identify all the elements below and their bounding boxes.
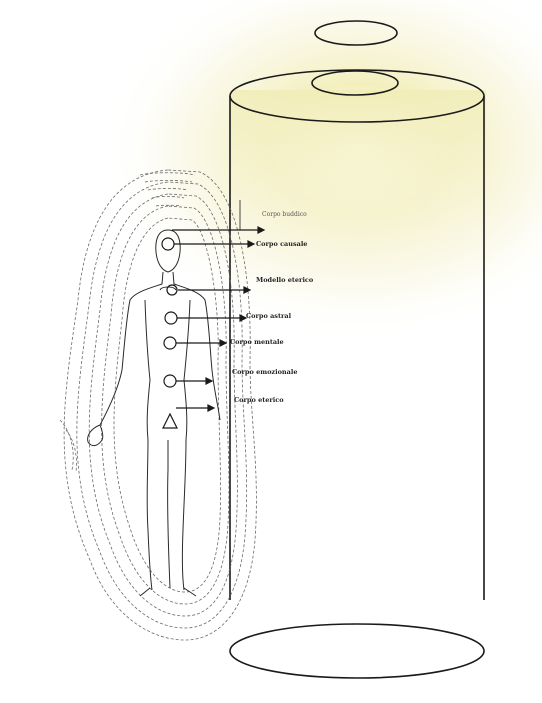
figure-body (100, 272, 220, 596)
label-corpo-eterico: Corpo eterico (234, 396, 284, 404)
label-corpo-mentale: Corpo mentale (230, 338, 284, 346)
label-corpo-emozionale: Corpo emozionale (232, 368, 297, 376)
figure-left-hand (88, 425, 103, 446)
chakra-root (163, 414, 177, 428)
label-modello-eterico: Modello eterico (256, 276, 314, 284)
tube-glow (231, 90, 486, 510)
column-base-ellipse (230, 624, 484, 678)
label-corpo-buddico: Corpo buddico (262, 211, 307, 218)
label-corpo-causale: Corpo causale (256, 240, 307, 248)
label-corpo-astral: Corpo astral (246, 312, 292, 320)
chakra-solar (164, 337, 176, 349)
chakra-sacral (164, 375, 176, 387)
chakra-heart (165, 312, 177, 324)
